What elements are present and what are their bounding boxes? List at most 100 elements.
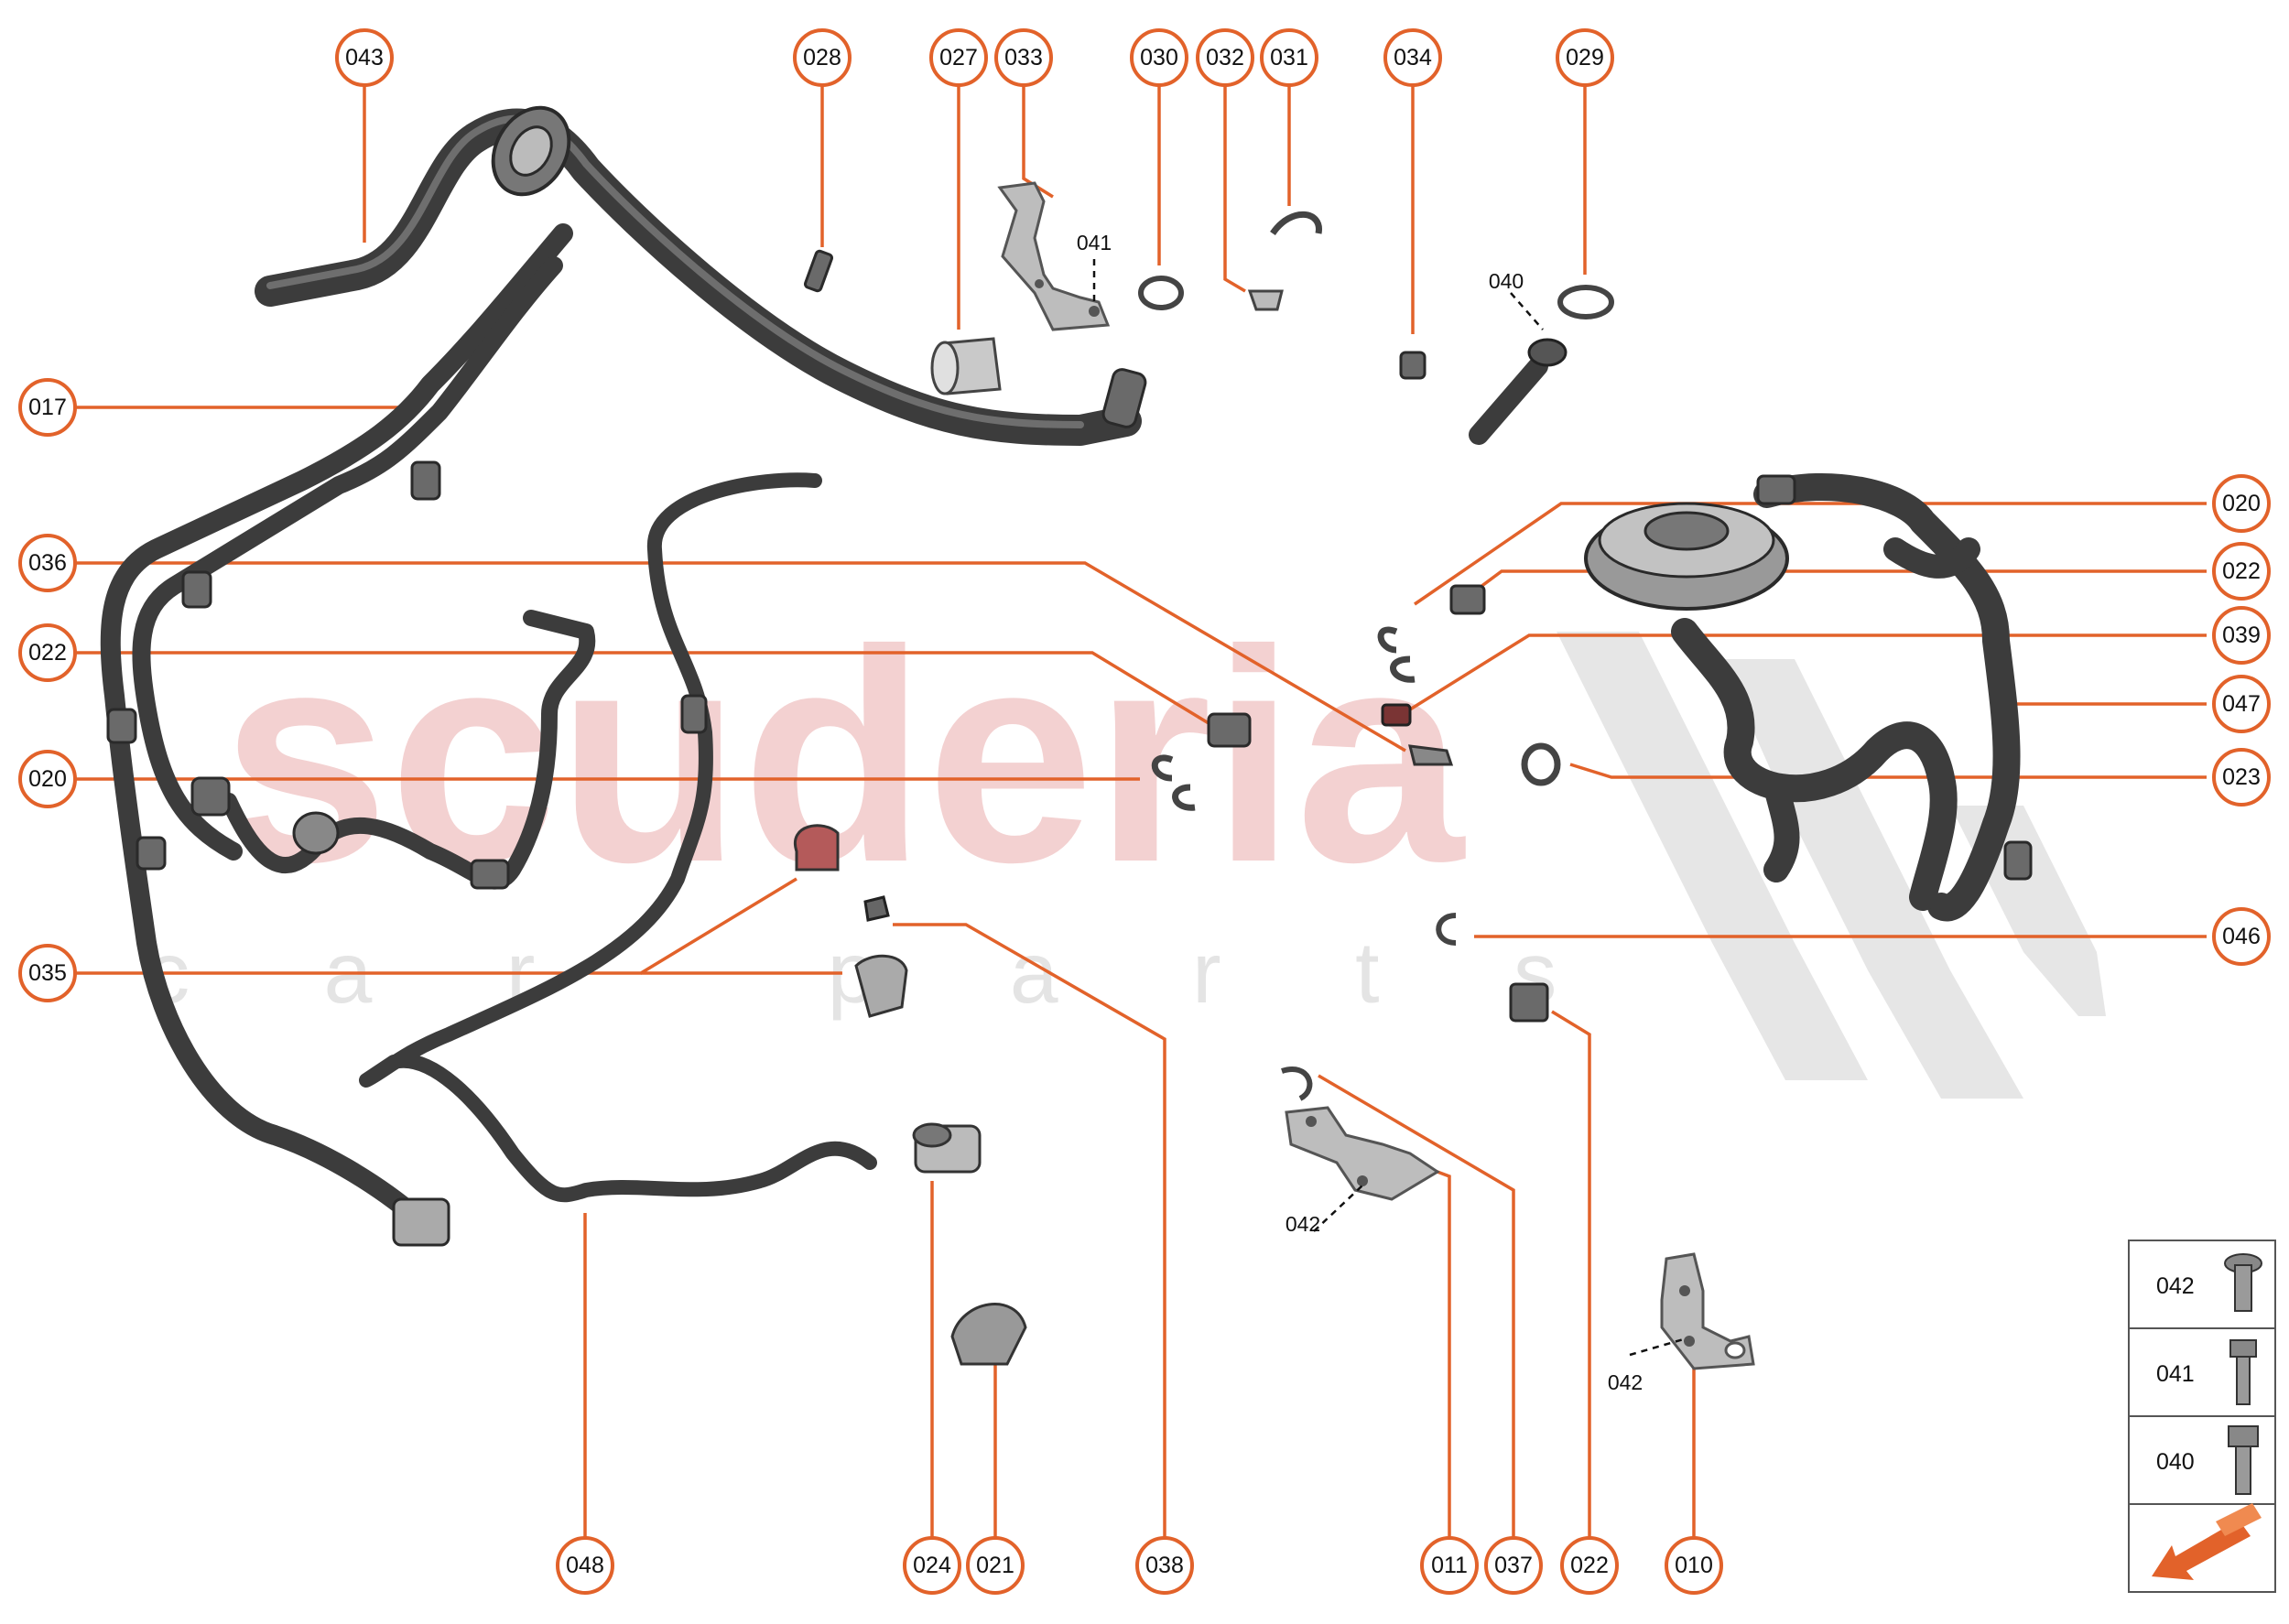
- svg-text:028: 028: [803, 45, 841, 70]
- inline-labels: 041 040 042 042: [1077, 231, 1643, 1394]
- callout-022-left[interactable]: 022: [18, 623, 77, 682]
- orange-arrow-icon[interactable]: [2152, 1503, 2262, 1580]
- svg-text:036: 036: [28, 550, 67, 576]
- callout-036[interactable]: 036: [18, 534, 77, 592]
- svg-text:031: 031: [1270, 45, 1308, 70]
- connector-040[interactable]: [1469, 338, 1568, 445]
- svg-text:037: 037: [1494, 1553, 1533, 1578]
- bolt-041-icon: [2229, 1339, 2257, 1405]
- svg-text:046: 046: [2222, 924, 2261, 949]
- legend-row-040: 040: [2156, 1449, 2195, 1475]
- svg-text:038: 038: [1145, 1553, 1184, 1578]
- clip-022-right[interactable]: [1449, 584, 1486, 615]
- watermark: scuderia c a r p a r t s: [146, 587, 2106, 1099]
- part-024[interactable]: [912, 1122, 982, 1174]
- svg-text:011: 011: [1431, 1553, 1468, 1578]
- callout-028[interactable]: 028: [793, 28, 852, 87]
- clip-020-left[interactable]: [1151, 754, 1196, 811]
- svg-text:027: 027: [939, 45, 978, 70]
- clamp-035[interactable]: [793, 824, 840, 872]
- bolt-leaders: [1092, 259, 1687, 1357]
- part-032[interactable]: [1247, 289, 1284, 311]
- inline-label-042-a: 042: [1286, 1212, 1320, 1236]
- part-034[interactable]: [1399, 351, 1427, 380]
- svg-text:020: 020: [2222, 491, 2261, 516]
- callout-023[interactable]: 023: [2212, 748, 2271, 807]
- inline-label-042-b: 042: [1608, 1370, 1643, 1394]
- svg-text:024: 024: [913, 1553, 951, 1578]
- callout-017[interactable]: 017: [18, 378, 77, 437]
- callout-010[interactable]: 010: [1665, 1536, 1723, 1595]
- svg-text:030: 030: [1140, 45, 1178, 70]
- svg-text:010: 010: [1675, 1553, 1713, 1578]
- bracket-033[interactable]: [997, 181, 1111, 331]
- callout-027[interactable]: 027: [929, 28, 988, 87]
- callout-021[interactable]: 021: [966, 1536, 1025, 1595]
- clip-036[interactable]: [1408, 744, 1454, 766]
- callout-037[interactable]: 037: [1484, 1536, 1543, 1595]
- hose-043[interactable]: [255, 94, 1147, 446]
- callout-029[interactable]: 029: [1556, 28, 1614, 87]
- hose-017[interactable]: [100, 223, 573, 1247]
- part-022-lower[interactable]: [1509, 982, 1549, 1023]
- callout-020-left[interactable]: 020: [18, 750, 77, 808]
- hose-035[interactable]: [190, 610, 596, 890]
- bracket-010[interactable]: [1660, 1252, 1755, 1370]
- clip-022-left[interactable]: [1207, 712, 1252, 748]
- svg-text:034: 034: [1394, 45, 1432, 70]
- part-021[interactable]: [950, 1303, 1027, 1366]
- callout-033[interactable]: 033: [994, 28, 1053, 87]
- callout-039[interactable]: 039: [2212, 606, 2271, 665]
- callout-038[interactable]: 038: [1135, 1536, 1194, 1595]
- clamp-035-lower[interactable]: [854, 954, 908, 1018]
- clamp-023[interactable]: [1521, 742, 1561, 786]
- callout-046[interactable]: 046: [2212, 907, 2271, 966]
- svg-text:021: 021: [976, 1553, 1014, 1578]
- clip-046[interactable]: [1436, 913, 1457, 946]
- callout-022-bottom[interactable]: 022: [1560, 1536, 1619, 1595]
- part-028[interactable]: [803, 249, 834, 293]
- bolt-042-icon: [2224, 1253, 2262, 1312]
- clamp-031[interactable]: [1270, 211, 1322, 236]
- clip-037[interactable]: [1281, 1066, 1313, 1101]
- checkered-flag-graphic: [1557, 632, 2106, 1099]
- inline-label-040: 040: [1489, 269, 1524, 293]
- callout-020-right[interactable]: 020: [2212, 474, 2271, 533]
- clamp-029[interactable]: [1557, 285, 1614, 319]
- svg-text:023: 023: [2222, 764, 2261, 790]
- callout-024[interactable]: 024: [903, 1536, 961, 1595]
- svg-text:033: 033: [1004, 45, 1043, 70]
- callout-022-right[interactable]: 022: [2212, 542, 2271, 601]
- svg-text:022: 022: [28, 640, 67, 666]
- clip-038[interactable]: [863, 895, 890, 922]
- svg-text:017: 017: [28, 395, 67, 420]
- part-027[interactable]: [930, 337, 1002, 395]
- callout-048[interactable]: 048: [556, 1536, 614, 1595]
- bolt-040-icon: [2228, 1425, 2259, 1495]
- callouts: 043 028 027 033 030 032 031 034 029 017 …: [18, 28, 2271, 1595]
- watermark-brand: scuderia: [221, 587, 1465, 925]
- bracket-011[interactable]: [1285, 1106, 1440, 1201]
- svg-text:039: 039: [2222, 623, 2261, 648]
- callout-034[interactable]: 034: [1383, 28, 1442, 87]
- hose-048[interactable]: [359, 472, 877, 1203]
- hose-047[interactable]: [1584, 472, 2033, 922]
- callout-047[interactable]: 047: [2212, 675, 2271, 733]
- svg-text:043: 043: [345, 45, 384, 70]
- callout-030[interactable]: 030: [1130, 28, 1188, 87]
- callout-031[interactable]: 031: [1260, 28, 1318, 87]
- clip-020-right[interactable]: [1377, 626, 1416, 683]
- svg-text:048: 048: [566, 1553, 604, 1578]
- clip-039[interactable]: [1381, 703, 1412, 727]
- callout-035[interactable]: 035: [18, 944, 77, 1002]
- bolt-legend: 042 041 040: [2128, 1240, 2276, 1593]
- clamp-030[interactable]: [1138, 276, 1184, 310]
- svg-text:022: 022: [1570, 1553, 1609, 1578]
- svg-text:020: 020: [28, 766, 67, 792]
- callout-011[interactable]: 011: [1420, 1536, 1479, 1595]
- inline-label-041: 041: [1077, 231, 1112, 254]
- callout-043[interactable]: 043: [335, 28, 394, 87]
- callout-032[interactable]: 032: [1196, 28, 1254, 87]
